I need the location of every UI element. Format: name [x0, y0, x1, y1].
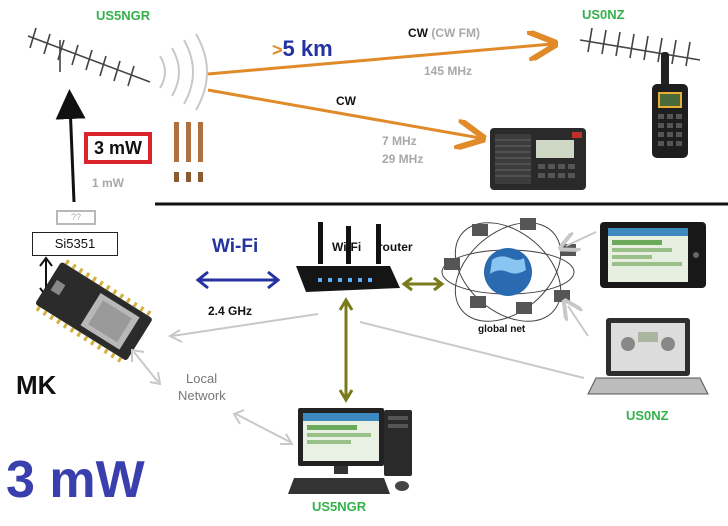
- hf-frequency-2: 29 MHz: [382, 152, 424, 166]
- yagi-antenna-left-icon: [27, 27, 151, 87]
- local-network-arrows: [131, 231, 597, 445]
- distance-value: 5 km: [282, 36, 333, 61]
- yagi-antenna-right-icon: [579, 27, 701, 67]
- handheld-radio-icon: [652, 52, 688, 158]
- callsign-bottom-right: US0NZ: [626, 408, 669, 423]
- antenna-rods-icon: [174, 122, 203, 182]
- wifi-frequency: 2.4 GHz: [208, 304, 253, 318]
- vhf-mode-label: CW (CW FM): [408, 26, 480, 40]
- vhf-mode: CW: [408, 26, 428, 40]
- callsign-top-right: US0NZ: [582, 7, 625, 22]
- distance-label: >5 km: [272, 36, 333, 62]
- esp32-board-icon: [35, 259, 152, 363]
- internet-link-arrow: [401, 276, 445, 292]
- hf-mode: CW: [336, 94, 356, 108]
- wifi-router-icon: [296, 222, 400, 292]
- callsign-top-left: US5NGR: [96, 8, 151, 23]
- router-label-line2: router: [377, 240, 413, 254]
- vhf-mode-alt: (CW FM): [431, 26, 480, 40]
- output-power-box: 3 mW: [84, 132, 152, 164]
- vhf-frequency: 145 MHz: [424, 64, 473, 78]
- desktop-pc-icon: [288, 408, 412, 494]
- si5351-box: Si5351: [32, 232, 118, 256]
- wifi-link-arrow: [195, 270, 281, 290]
- router-label: Wi-Fi router: [332, 240, 413, 254]
- callsign-bottom-center: US5NGR: [312, 499, 367, 514]
- unknown-stage-box: ??: [56, 210, 96, 225]
- hf-frequency-1: 7 MHz: [382, 134, 417, 148]
- signal-chain-arrow: [55, 89, 86, 203]
- lan-link-arrow: [338, 297, 354, 403]
- global-network-icon: [441, 218, 576, 322]
- chip-power-label: 1 mW: [92, 176, 125, 190]
- vhf-link-arrow: [207, 44, 552, 76]
- router-label-line1: Wi-Fi: [332, 240, 362, 254]
- tablet-icon: [600, 222, 706, 288]
- headline-power: 3 mW: [6, 451, 145, 509]
- laptop-icon: [587, 318, 709, 395]
- local-network-label-1: Local: [186, 371, 218, 386]
- radio-waves-icon: [159, 33, 208, 111]
- hf-link-arrow: [207, 88, 480, 138]
- global-net-label: global net: [478, 324, 526, 335]
- distance-prefix: >: [272, 40, 283, 60]
- shortwave-receiver-icon: [490, 128, 586, 190]
- controller-label: MK: [16, 370, 57, 400]
- wifi-label: Wi-Fi: [212, 236, 259, 257]
- local-network-label-2: Network: [178, 388, 226, 403]
